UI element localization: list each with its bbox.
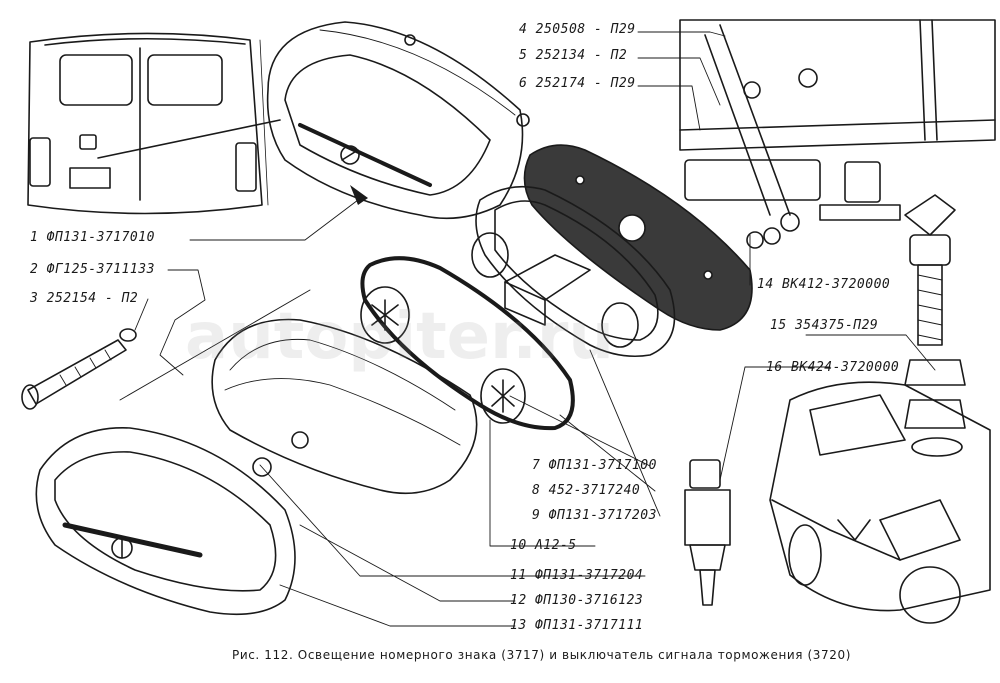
- seal-ring: [360, 256, 575, 431]
- label-7: 7 ФП131-3717100: [532, 458, 657, 473]
- vehicle-rear-view: [27, 32, 281, 215]
- label-4: 4 250508 - П29: [519, 22, 636, 37]
- label-5: 5 252134 - П2: [519, 48, 628, 63]
- lamp-lens: [211, 318, 478, 495]
- vehicle-front-view: [769, 381, 991, 624]
- brake-switch-lower: [684, 459, 731, 606]
- gasket: [523, 144, 753, 331]
- leader-lines: [119, 31, 936, 627]
- label-2: 2 ФГ125-3711133: [30, 262, 155, 277]
- watermark: autopiter.ru: [185, 300, 614, 374]
- label-14: 14 ВК412-3720000: [757, 277, 891, 292]
- label-13: 13 ФП131-3717111: [510, 618, 644, 633]
- label-6: 6 252174 - П29: [519, 76, 636, 91]
- vehicle-rear-detail: [679, 19, 996, 249]
- label-3: 3 252154 - П2: [30, 291, 139, 306]
- screw-and-washer: [21, 328, 137, 410]
- bulbs: [360, 286, 526, 424]
- label-9: 9 ФП131-3717203: [532, 508, 657, 523]
- label-12: 12 ФП130-3716123: [510, 593, 644, 608]
- lamp-housing-lower: [35, 427, 296, 616]
- lamp-base-plate: [471, 185, 676, 358]
- label-11: 11 ФП131-3717204: [510, 568, 644, 583]
- brake-switch-upper: [904, 194, 966, 457]
- lamp-housing-upper: [266, 21, 530, 220]
- label-15: 15 354375-П29: [770, 318, 879, 333]
- label-1: 1 ФП131-3717010: [30, 230, 155, 245]
- label-10: 10 А12-5: [510, 538, 577, 553]
- figure-caption: Рис. 112. Освещение номерного знака (371…: [232, 648, 852, 662]
- label-16: 16 ВК424-3720000: [766, 360, 900, 375]
- label-8: 8 452-3717240: [532, 483, 641, 498]
